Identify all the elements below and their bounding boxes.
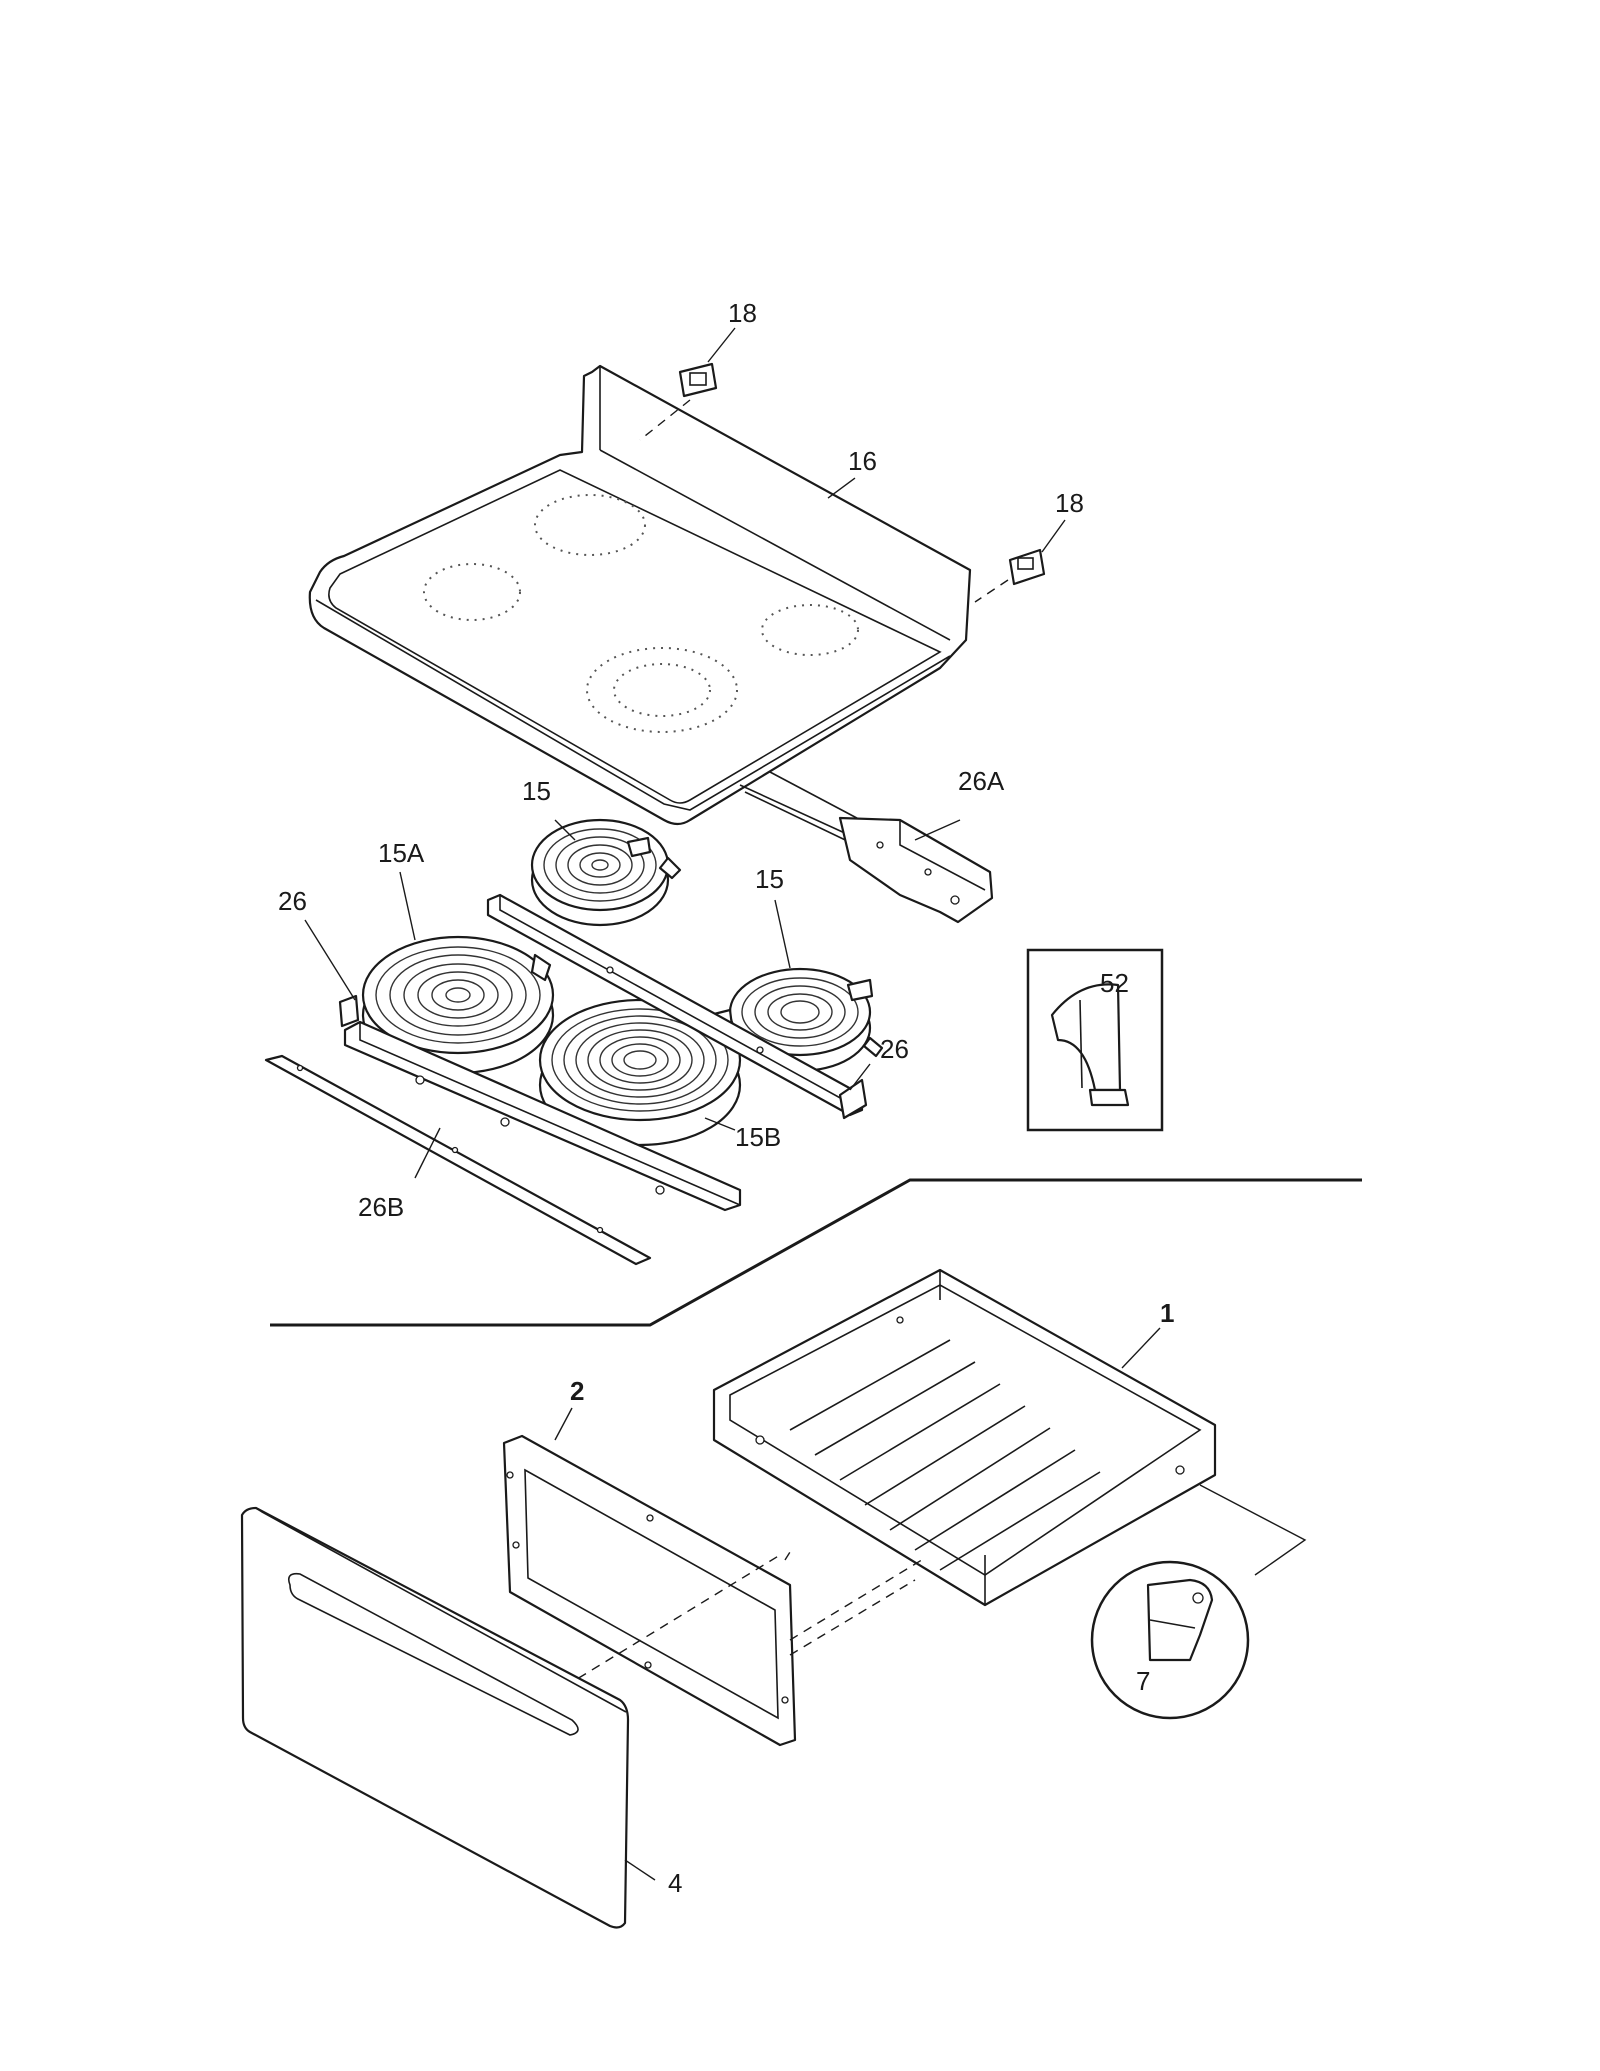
callout-18-top: 18 [728,298,757,328]
callout-2: 2 [570,1376,584,1406]
callout-1: 1 [1160,1298,1174,1328]
trim-strip-26B [264,1054,652,1266]
drawer-front-part [240,1506,630,1929]
support-bracket-26-left [338,994,742,1212]
surface-element-15-top [530,818,682,927]
callout-18-right: 18 [1055,488,1084,518]
callout-4: 4 [668,1868,682,1898]
drawer-alignment-line-2 [789,1557,926,1641]
section-divider-line [270,1178,1362,1327]
clip-alignment-line-top [639,399,691,441]
clip-alignment-line-right [974,579,1009,603]
inset-box-52 [1026,948,1164,1132]
callout-16: 16 [848,446,877,476]
surface-element-15A [361,935,555,1075]
clip-part-18-right [1008,548,1046,586]
callout-26B: 26B [358,1192,404,1222]
callout-26-right: 26 [880,1034,909,1064]
support-bracket-26-right [486,893,868,1120]
cooktop-glass-part [308,364,972,826]
callout-15-right: 15 [755,864,784,894]
storage-drawer-part [712,1268,1217,1607]
callout-15A: 15A [378,838,425,868]
drawer-inset-leader [1199,1484,1307,1576]
surface-element-15B [538,998,742,1147]
callout-26A: 26A [958,766,1005,796]
drawer-alignment-line-3 [789,1579,916,1656]
leader-lines [304,327,1161,1881]
callout-15B: 15B [735,1122,781,1152]
drawer-frame-part [502,1434,797,1747]
roller-inset-7 [1090,1560,1250,1720]
callout-52: 52 [1100,968,1129,998]
callout-7: 7 [1136,1666,1150,1696]
callout-26-left: 26 [278,886,307,916]
callout-15-top: 15 [522,776,551,806]
drawer-alignment-line-4 [784,1551,791,1561]
clip-part-18-top [678,362,718,398]
wiring-bracket-part [739,771,994,924]
